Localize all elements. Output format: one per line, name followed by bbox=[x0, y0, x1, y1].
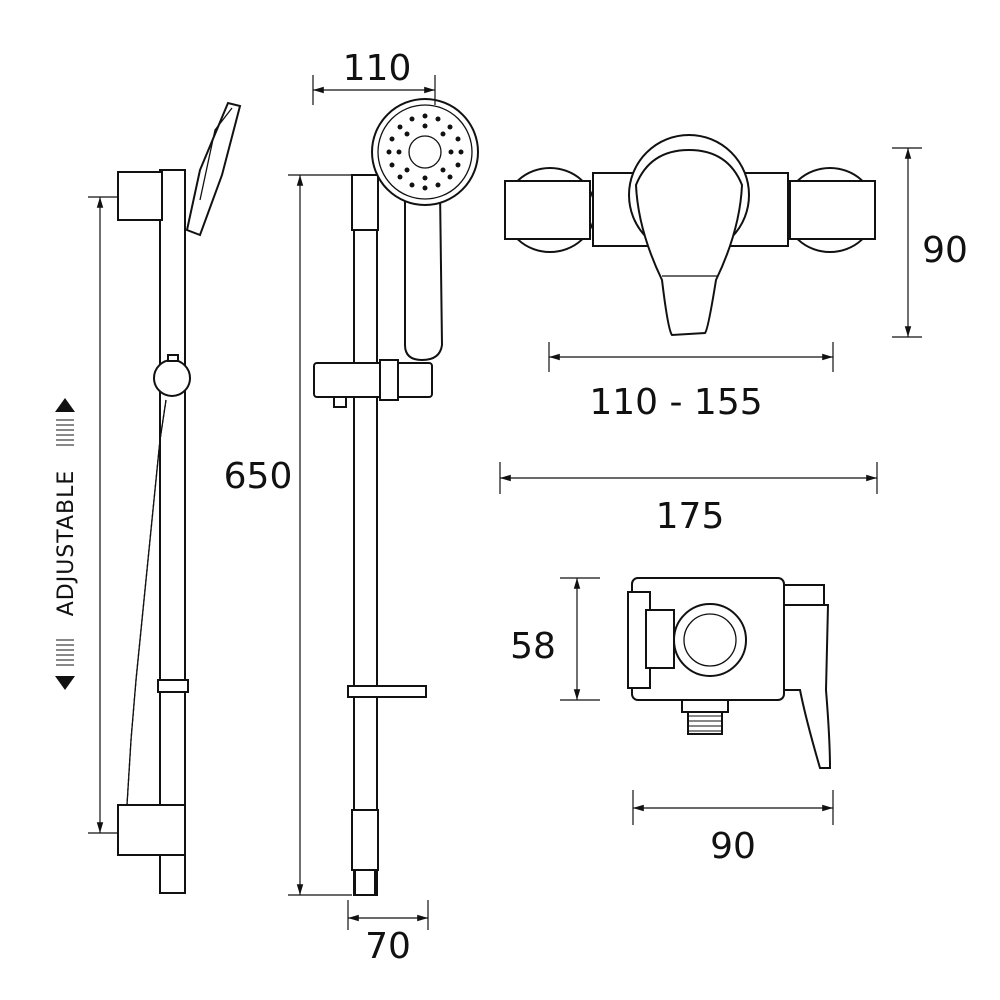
handset-width-label: 110 bbox=[343, 48, 412, 89]
dimension-rail-depth: 70 bbox=[347, 900, 429, 967]
rail-side-view bbox=[117, 101, 242, 894]
valve-width-label: 175 bbox=[656, 496, 725, 537]
adjustable-label: ADJUSTABLE bbox=[54, 470, 79, 617]
valve-side-depth-label: 90 bbox=[710, 826, 756, 867]
valve-centres-label: 110 - 155 bbox=[589, 382, 762, 423]
rail-depth-label: 70 bbox=[365, 926, 411, 967]
arrow-up-icon bbox=[55, 398, 75, 412]
dimension-valve-side-height: 58 bbox=[510, 577, 600, 701]
rail-front-view bbox=[313, 98, 479, 896]
arrow-down-icon bbox=[55, 676, 75, 690]
rail-height-label: 650 bbox=[224, 456, 293, 497]
dimension-valve-width: 175 bbox=[499, 462, 878, 537]
dimension-adjustable-range bbox=[88, 196, 118, 834]
valve-height-label: 90 bbox=[922, 230, 968, 271]
adjustable-indicator: ADJUSTABLE bbox=[54, 398, 79, 690]
spray-nozzles bbox=[386, 113, 464, 191]
dimension-rail-height: 650 bbox=[224, 174, 352, 896]
valve-side-height-label: 58 bbox=[510, 626, 556, 667]
dimension-valve-side-depth: 90 bbox=[632, 790, 834, 867]
dimension-valve-centres: 110 - 155 bbox=[548, 342, 834, 423]
valve-front-view bbox=[504, 134, 876, 337]
dimension-valve-height: 90 bbox=[892, 147, 968, 338]
dimension-handset-width: 110 bbox=[312, 48, 436, 105]
valve-side-view bbox=[627, 577, 832, 769]
